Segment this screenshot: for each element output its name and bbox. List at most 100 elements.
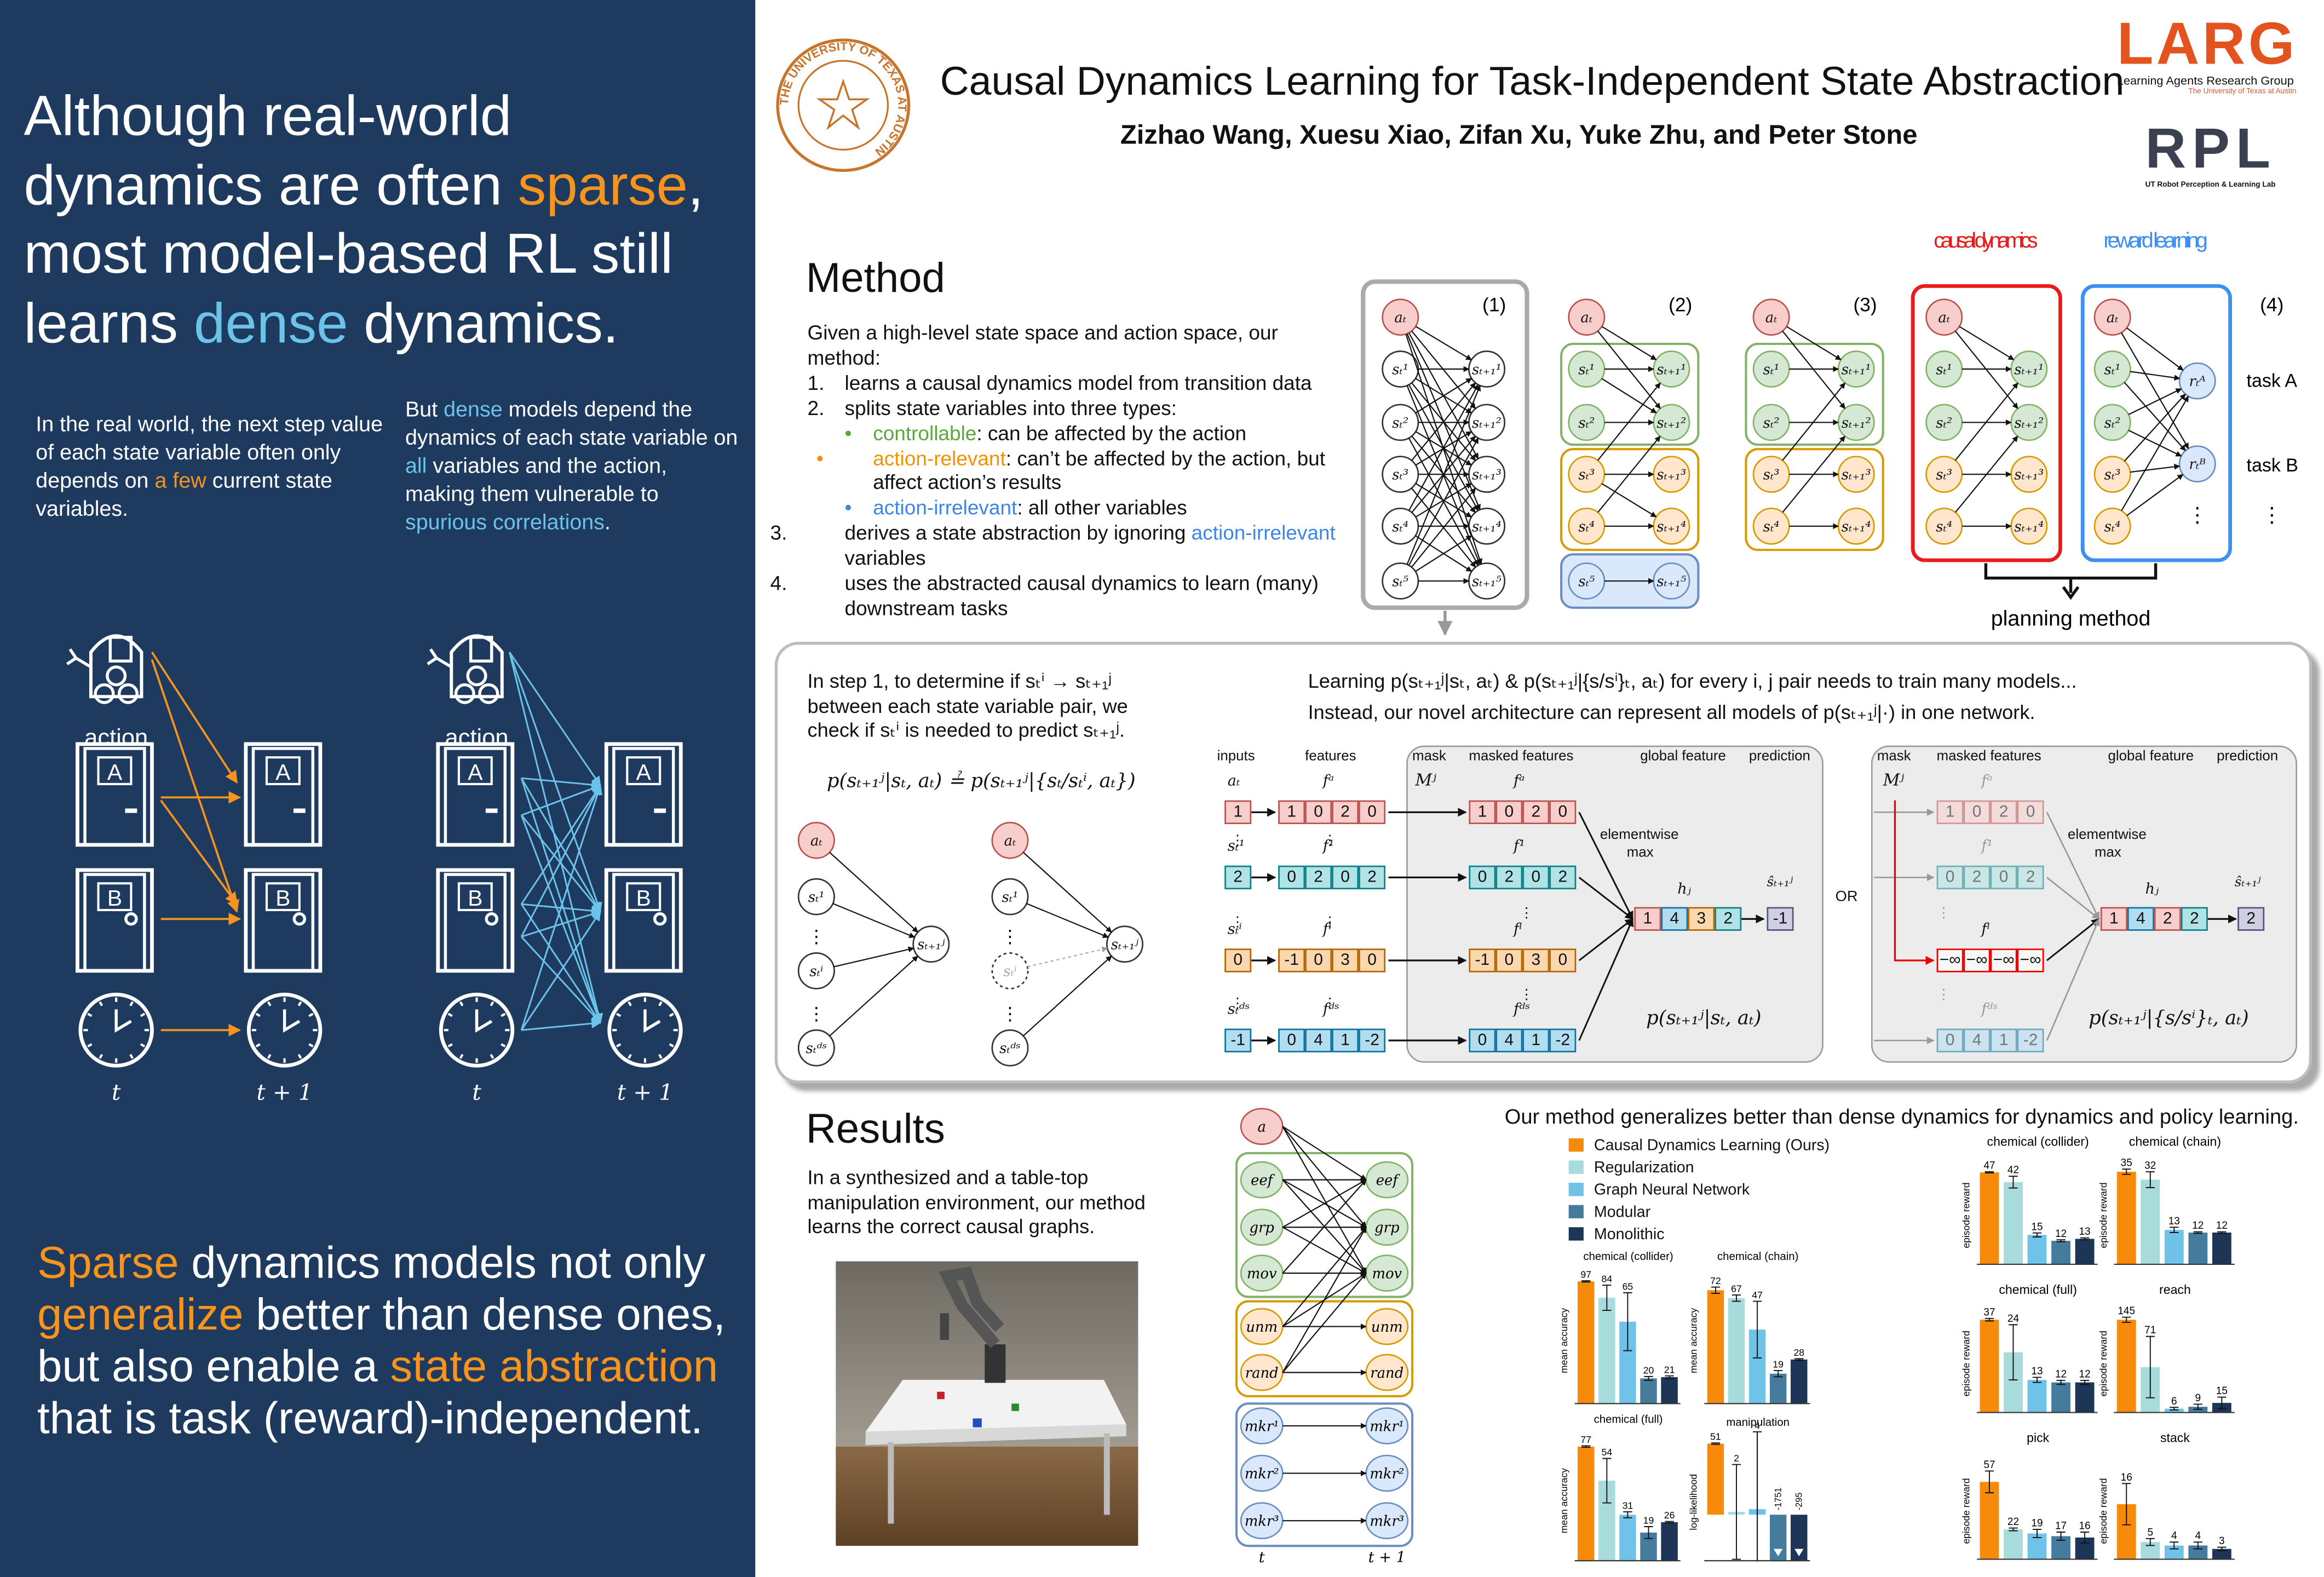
type-desc: : can’t be affected by the action, but a… — [873, 447, 1326, 494]
robot-action-icon: action — [427, 634, 509, 751]
headline-line: Although real-world — [24, 85, 512, 148]
clock-face — [439, 992, 515, 1068]
node-label: mkr¹ — [1370, 1418, 1404, 1435]
robot-arm — [66, 648, 92, 669]
highlight: all — [405, 454, 427, 479]
header-inputs: inputs — [1217, 748, 1255, 765]
robot-action-icon: action — [66, 634, 148, 751]
type-name: action-relevant — [873, 447, 1006, 469]
dots: ⋮ — [1230, 833, 1245, 849]
variable-node-right: mkr² — [1365, 1454, 1409, 1492]
highlight: spurious correlations — [405, 511, 605, 536]
highlight: state abstraction — [390, 1343, 718, 1392]
dots: ⋮ — [1322, 833, 1337, 849]
clock-hands — [283, 1009, 301, 1033]
mask-symbol: Mʲ — [1415, 770, 1437, 790]
headline-line: most model-based RL still — [24, 223, 674, 286]
variable-node-right: eef — [1365, 1161, 1409, 1199]
header-masked-features: masked features — [1936, 748, 2041, 765]
sparse-paragraph: In the real world, the next step value o… — [36, 412, 386, 525]
clock-tick — [308, 1043, 314, 1048]
time-label-t: t — [472, 1079, 481, 1106]
dependency-arrow — [508, 652, 603, 1024]
feature-symbol: f¹ — [1322, 839, 1334, 855]
masked-out-cell: −∞ — [1936, 948, 1964, 972]
masked-feature-symbol: fᵃ — [1981, 773, 1993, 790]
global-feature-cell: 2 — [2154, 907, 2181, 931]
node-label: rand — [1370, 1365, 1403, 1382]
clock-face — [607, 992, 683, 1068]
masked-feature-cell: 2 — [2017, 865, 2044, 890]
causal-edge — [1282, 1273, 1367, 1373]
text: In the real world, the next step value o… — [36, 413, 383, 494]
door-letter: A — [275, 759, 291, 785]
door-panel — [251, 873, 315, 972]
masked-feature-cell: 4 — [1963, 1028, 1991, 1052]
masked-feature-cell: 0 — [1936, 1028, 1964, 1052]
legend-item: Graph Neural Network — [1568, 1181, 1750, 1199]
door-sign — [457, 882, 493, 912]
dependency-arrow — [160, 799, 238, 905]
clock-tick — [490, 1001, 494, 1006]
bullet-icon: • — [844, 422, 852, 445]
variable-node-left: mov — [1240, 1254, 1284, 1292]
text: models depend the dynamics of each state… — [405, 399, 738, 451]
dependency-arrow — [520, 785, 601, 905]
node-label: unm — [1371, 1319, 1403, 1336]
dependency-arrow — [520, 778, 602, 1024]
variable-node-left: rand — [1240, 1354, 1284, 1391]
clock-face — [246, 992, 323, 1068]
mask-symbol: Mʲ — [1883, 770, 1905, 790]
type-desc: : can be affected by the action — [976, 422, 1247, 445]
dots: ⋮ — [1936, 987, 1951, 1004]
dependency-arrow — [509, 652, 601, 787]
dependency-arrow — [521, 910, 602, 938]
feature-cell: 2 — [1359, 865, 1386, 890]
global-feature-symbol: hⱼ — [2145, 882, 2159, 899]
masked-feature-symbol: fᵈˢ — [1514, 1002, 1531, 1018]
dependency-arrow — [520, 911, 601, 1031]
door-sign — [97, 756, 133, 785]
causal-edge — [1282, 1227, 1367, 1327]
dependency-arrow — [520, 815, 602, 1024]
dots: ⋮ — [1230, 914, 1245, 931]
node-label: mkr³ — [1370, 1513, 1404, 1530]
node-label: a — [1258, 1119, 1266, 1136]
legend-item: Causal Dynamics Learning (Ours) — [1568, 1137, 1830, 1155]
header-features: features — [1305, 748, 1356, 765]
masked-feature-cell: 1 — [1936, 800, 1964, 824]
dots: ⋮ — [1322, 995, 1337, 1012]
step-number: 2. — [807, 396, 825, 419]
dots: ⋮ — [1519, 905, 1534, 922]
bullet-icon: • — [844, 497, 852, 520]
robot-wheel — [106, 665, 127, 687]
dependency-arrow — [521, 777, 602, 790]
header-mask: mask — [1412, 748, 1446, 765]
results-heading: Results — [806, 1106, 945, 1152]
step-number: 3. — [770, 522, 787, 545]
step-text: variables — [844, 547, 926, 569]
masked-feature-cell: 0 — [1936, 865, 1964, 890]
dots: ⋮ — [1322, 914, 1337, 931]
legend-item: Modular — [1568, 1204, 1650, 1221]
masked-feature-symbol: fᵃ — [1514, 773, 1525, 790]
step-text: splits state variables into three types: — [844, 396, 1177, 419]
masked-out-cell: −∞ — [1990, 948, 2017, 972]
step-text: uses the abstracted causal dynamics to l… — [844, 572, 1319, 620]
action-irrelevant-group — [1235, 1402, 1414, 1547]
input-cell: 2 — [1224, 865, 1252, 890]
variable-node-right: rand — [1365, 1354, 1409, 1391]
clock-icon — [607, 992, 683, 1068]
node-label: mkr¹ — [1245, 1418, 1279, 1435]
masked-feature-symbol: f¹ — [1981, 839, 1993, 855]
masked-feature-cell: -1 — [1469, 948, 1496, 972]
method-step: 2. splits state variables into three type… — [808, 397, 1344, 422]
results-caption: Our method generalizes better than dense… — [1504, 1104, 2299, 1128]
masked-feature-cell: 0 — [1469, 865, 1496, 890]
clock-tick — [297, 1054, 302, 1059]
type-name: action-irrelevant — [873, 497, 1017, 520]
text: But — [405, 399, 444, 423]
variable-node-left: mkr³ — [1240, 1502, 1284, 1540]
clock-tick — [501, 1012, 506, 1017]
